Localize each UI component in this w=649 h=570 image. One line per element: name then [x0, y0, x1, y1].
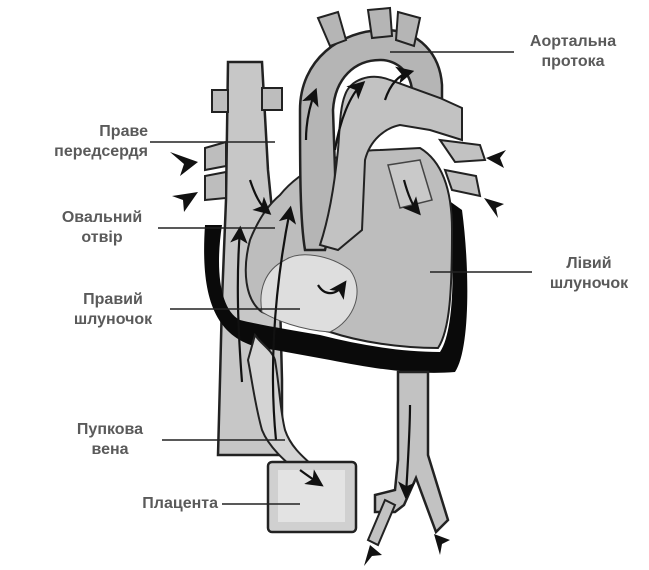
placenta-shape	[268, 462, 356, 532]
label-right-ventricle: Правий шлуночок	[58, 290, 168, 330]
label-ductus-arteriosus: Аортальна протока	[514, 32, 632, 72]
label-left-ventricle: Лівий шлуночок	[534, 254, 644, 294]
label-placenta: Плацента	[96, 494, 218, 514]
label-foramen-ovale: Овальний отвір	[48, 208, 156, 248]
label-right-atrium: Праве передсердя	[40, 122, 148, 162]
label-umbilical-vein: Пупкова вена	[60, 420, 160, 460]
